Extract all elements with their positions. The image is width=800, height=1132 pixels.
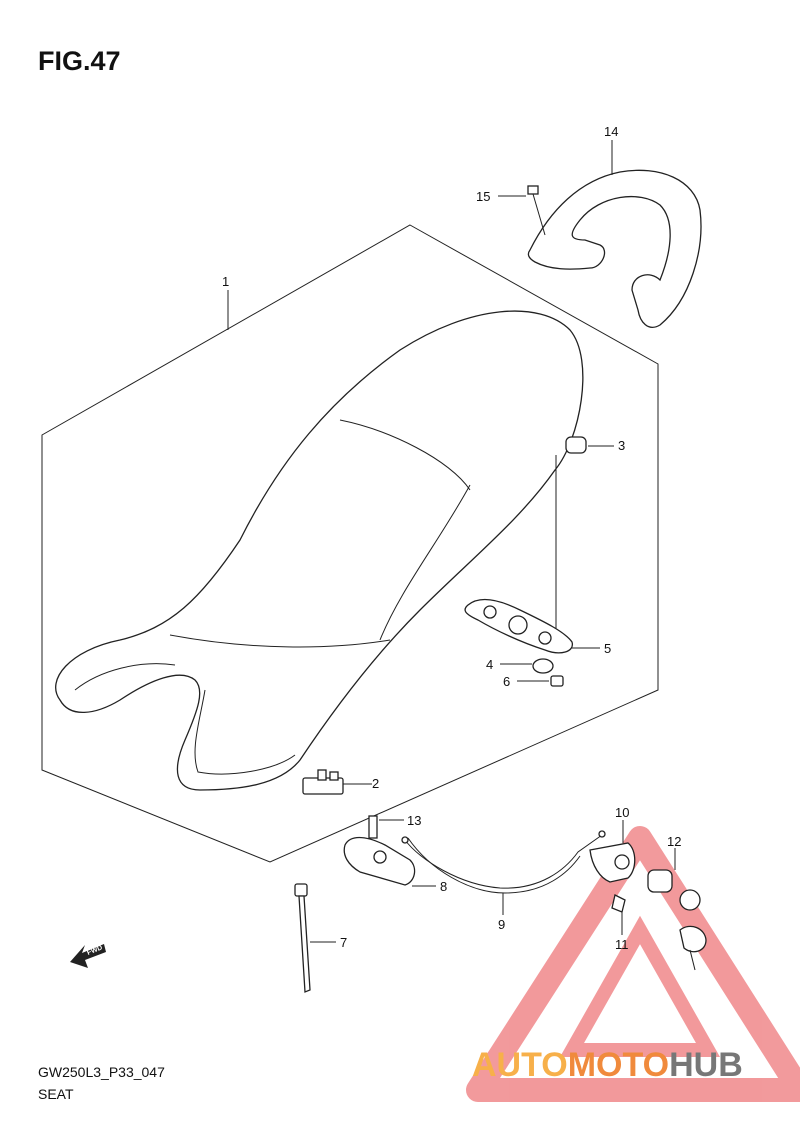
callout-10: 10 [615,805,629,820]
part-14-rear-grip [527,140,702,328]
callout-8: 8 [440,879,447,894]
part-11-clip [611,894,626,935]
callout-14: 14 [604,124,618,139]
callout-1: 1 [222,274,229,289]
watermark-moto: MOTO [567,1046,670,1084]
watermark-hub: HUB [669,1046,743,1084]
callout-6: 6 [503,674,510,689]
callout-9: 9 [498,917,505,932]
callout-3: 3 [618,438,625,453]
watermark-triangle-logo [466,826,800,1102]
part-10-bracket [589,820,636,883]
callout-4: 4 [486,657,493,672]
seat-drawing [55,310,584,791]
part-4-grommet [500,658,554,674]
part-2-damper [302,769,372,795]
callout-13: 13 [407,813,421,828]
part-5-bracket-plate [464,598,600,654]
part-7-cable-tie [294,883,336,993]
forward-arrow-icon: FWD [70,944,106,968]
watermark-text: AUTOMOTOHUB [472,1046,743,1085]
part-12-lock-set [647,848,707,971]
callout-12: 12 [667,834,681,849]
part-9-cable [401,830,606,915]
part-6-nut [517,675,564,687]
callout-2: 2 [372,776,379,791]
callout-15: 15 [476,189,490,204]
watermark-auto: AUTO [472,1046,568,1084]
figure-code: GW250L3_P33_047 [38,1064,165,1080]
seat-assembly-outline [41,224,659,863]
part-15-bolt [498,185,546,236]
part-8-latch [343,836,436,887]
figure-caption: SEAT [38,1086,74,1102]
figure-title: FIG.47 [38,46,121,76]
part-3-cushion [555,436,614,650]
callout-7: 7 [340,935,347,950]
callout-5: 5 [604,641,611,656]
callout-11: 11 [615,937,629,952]
part-13-screw [368,815,404,839]
